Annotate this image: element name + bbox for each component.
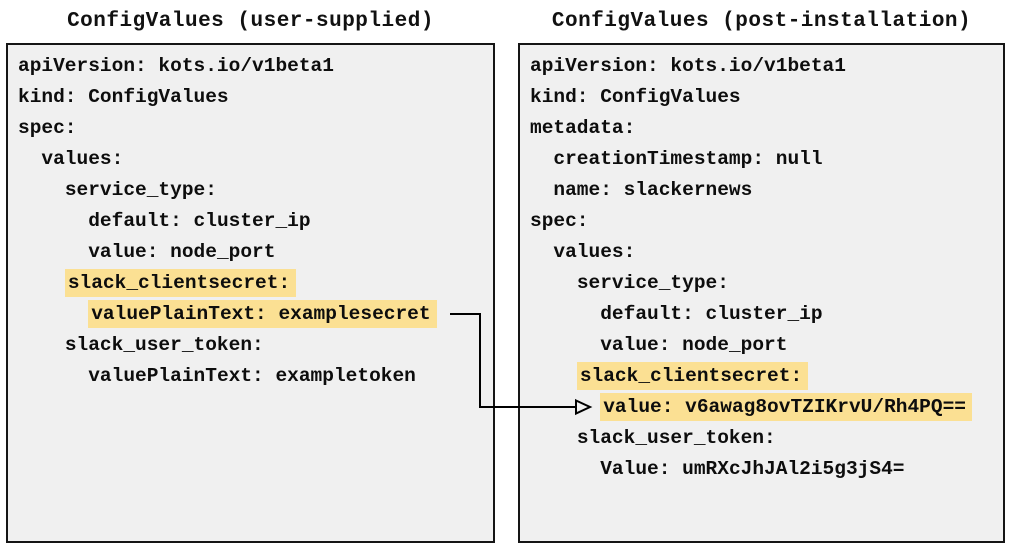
yaml-indent bbox=[18, 272, 65, 294]
yaml-line: values: bbox=[530, 237, 995, 268]
yaml-indent bbox=[18, 303, 88, 325]
yaml-line: slack_clientsecret: bbox=[18, 268, 485, 299]
yaml-text: default: cluster_ip bbox=[600, 303, 823, 325]
yaml-line: service_type: bbox=[18, 175, 485, 206]
yaml-line: name: slackernews bbox=[530, 175, 995, 206]
yaml-line: apiVersion: kots.io/v1beta1 bbox=[530, 51, 995, 82]
yaml-line: slack_user_token: bbox=[18, 330, 485, 361]
yaml-indent bbox=[530, 179, 553, 201]
yaml-indent bbox=[18, 241, 88, 263]
yaml-indent bbox=[18, 148, 41, 170]
yaml-indent bbox=[530, 241, 553, 263]
yaml-line: metadata: bbox=[530, 113, 995, 144]
config-values-post-installation-panel: apiVersion: kots.io/v1beta1 kind: ConfigV… bbox=[518, 43, 1005, 543]
yaml-text: metadata: bbox=[530, 117, 636, 139]
yaml-line: value: node_port bbox=[530, 330, 995, 361]
yaml-line: spec: bbox=[530, 206, 995, 237]
yaml-text: name: slackernews bbox=[553, 179, 753, 201]
yaml-text: values: bbox=[553, 241, 636, 263]
yaml-line: values: bbox=[18, 144, 485, 175]
yaml-text: apiVersion: kots.io/v1beta1 bbox=[530, 55, 846, 77]
yaml-text: slack_user_token: bbox=[64, 334, 264, 356]
yaml-indent bbox=[18, 334, 65, 356]
yaml-line: value: v6awag8ovTZIKrvU/Rh4PQ== bbox=[530, 392, 995, 423]
yaml-indent bbox=[18, 179, 65, 201]
yaml-text: default: cluster_ip bbox=[88, 210, 311, 232]
yaml-text-highlighted: value: v6awag8ovTZIKrvU/Rh4PQ== bbox=[600, 393, 972, 421]
yaml-text: spec: bbox=[18, 117, 77, 139]
yaml-text: value: node_port bbox=[600, 334, 788, 356]
right-panel-title: ConfigValues (post-installation) bbox=[551, 10, 972, 33]
yaml-line: kind: ConfigValues bbox=[530, 82, 995, 113]
yaml-text-highlighted: slack_clientsecret: bbox=[64, 269, 297, 297]
yaml-line: slack_clientsecret: bbox=[530, 361, 995, 392]
yaml-text: apiVersion: kots.io/v1beta1 bbox=[18, 55, 334, 77]
yaml-indent bbox=[530, 272, 577, 294]
yaml-text: creationTimestamp: null bbox=[553, 148, 823, 170]
yaml-line: kind: ConfigValues bbox=[18, 82, 485, 113]
yaml-line: valuePlainText: examplesecret bbox=[18, 299, 485, 330]
yaml-indent bbox=[530, 334, 600, 356]
config-values-user-supplied-panel: apiVersion: kots.io/v1beta1 kind: ConfigV… bbox=[6, 43, 495, 543]
yaml-line: default: cluster_ip bbox=[530, 299, 995, 330]
yaml-indent bbox=[530, 396, 600, 418]
yaml-text: kind: ConfigValues bbox=[530, 86, 741, 108]
yaml-indent bbox=[530, 458, 600, 480]
yaml-text: slack_user_token: bbox=[576, 427, 776, 449]
yaml-line: service_type: bbox=[530, 268, 995, 299]
yaml-text: Value: umRXcJhJAl2i5g3jS4= bbox=[600, 458, 905, 480]
yaml-text-highlighted: valuePlainText: examplesecret bbox=[88, 300, 437, 328]
yaml-indent bbox=[530, 365, 577, 387]
yaml-text-highlighted: slack_clientsecret: bbox=[576, 362, 809, 390]
yaml-line: slack_user_token: bbox=[530, 423, 995, 454]
yaml-line: creationTimestamp: null bbox=[530, 144, 995, 175]
yaml-text: valuePlainText: exampletoken bbox=[88, 365, 416, 387]
yaml-text: service_type: bbox=[576, 272, 729, 294]
yaml-indent bbox=[18, 210, 88, 232]
yaml-line: value: node_port bbox=[18, 237, 485, 268]
yaml-line: spec: bbox=[18, 113, 485, 144]
yaml-line: valuePlainText: exampletoken bbox=[18, 361, 485, 392]
left-panel-title: ConfigValues (user-supplied) bbox=[67, 10, 434, 33]
yaml-text: kind: ConfigValues bbox=[18, 86, 229, 108]
yaml-indent bbox=[530, 427, 577, 449]
yaml-line: default: cluster_ip bbox=[18, 206, 485, 237]
yaml-text: values: bbox=[41, 148, 124, 170]
yaml-text: value: node_port bbox=[88, 241, 276, 263]
yaml-indent bbox=[18, 365, 88, 387]
yaml-line: Value: umRXcJhJAl2i5g3jS4= bbox=[530, 454, 995, 485]
yaml-indent bbox=[530, 303, 600, 325]
yaml-line: apiVersion: kots.io/v1beta1 bbox=[18, 51, 485, 82]
yaml-text: service_type: bbox=[64, 179, 217, 201]
yaml-text: spec: bbox=[530, 210, 589, 232]
yaml-indent bbox=[530, 148, 553, 170]
